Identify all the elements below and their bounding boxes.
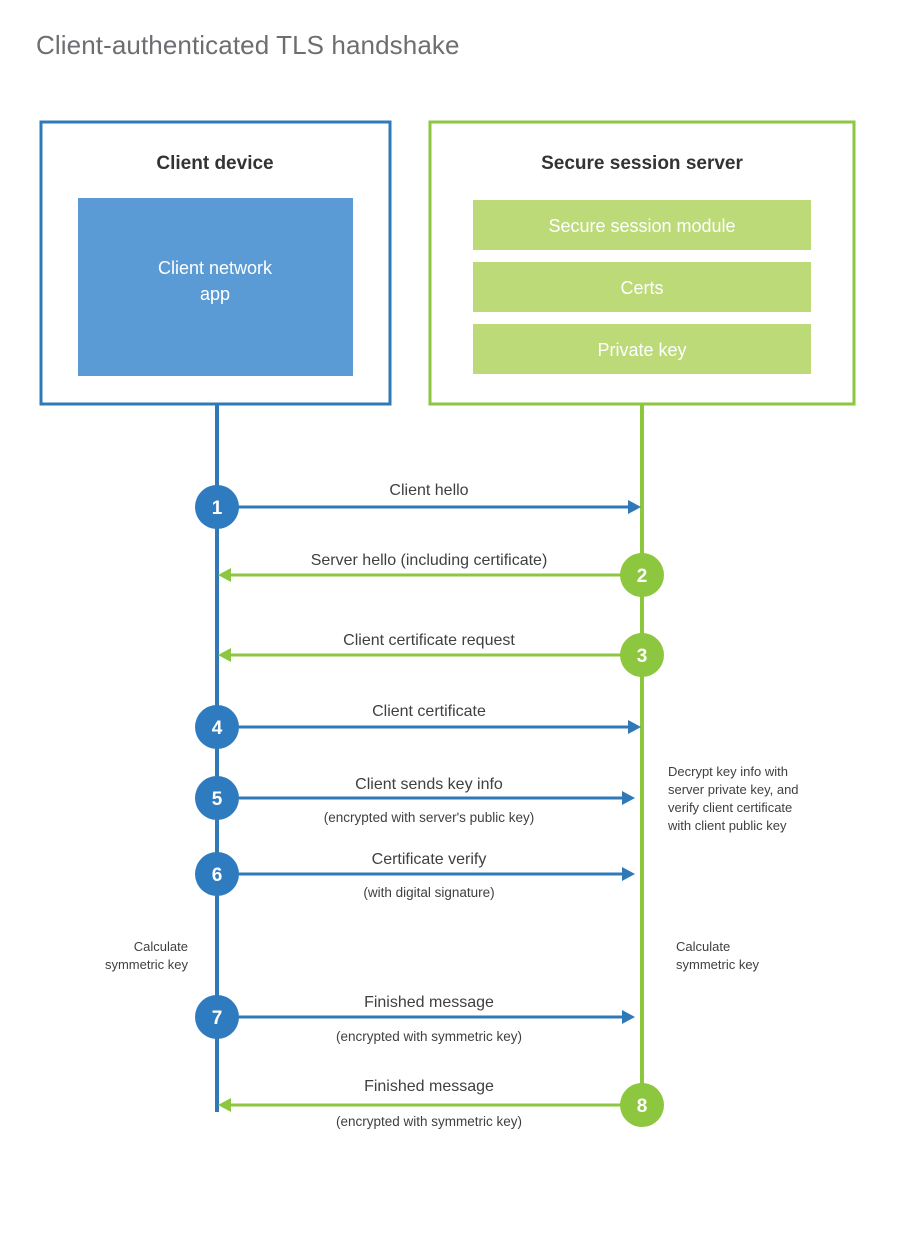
server-panel-title: Secure session server — [541, 153, 743, 174]
step-8-arrow-head — [218, 1098, 231, 1112]
page-title: Client-authenticated TLS handshake — [36, 30, 460, 60]
step-4-client-certificate: Client certificate 4 — [195, 703, 641, 749]
step-5-arrow-head — [622, 791, 635, 805]
panel-secure-session-server: Secure session server Secure session mod… — [428, 120, 856, 406]
step-6-arrow-head — [622, 867, 635, 881]
step-4-label: Client certificate — [372, 703, 486, 720]
step-6-label: Certificate verify — [372, 851, 487, 868]
client-network-app-box — [78, 198, 353, 376]
step-5-number: 5 — [212, 789, 223, 810]
step-7-finished-message-client: Finished message (encrypted with symmetr… — [195, 994, 635, 1044]
step-1-arrow-head — [628, 500, 641, 514]
note-client-calculate-symmetric-key: Calculate symmetric key — [105, 939, 189, 972]
step-5-sublabel: (encrypted with server's public key) — [324, 810, 534, 825]
step-8-marker — [620, 1083, 664, 1127]
step-7-sublabel: (encrypted with symmetric key) — [336, 1029, 522, 1044]
step-3-marker — [620, 633, 664, 677]
step-7-marker — [195, 995, 239, 1039]
server-item-label-certs: Certs — [620, 278, 663, 298]
panel-client-device: Client device Client network app — [39, 120, 392, 406]
step-2-number: 2 — [637, 566, 648, 587]
step-1-client-hello: Client hello 1 — [195, 482, 641, 529]
note-server-decrypt-line-1: Decrypt key info with — [668, 764, 788, 779]
note-server-calc-line-2: symmetric key — [676, 957, 760, 972]
note-server-calculate-symmetric-key: Calculate symmetric key — [676, 939, 760, 972]
note-client-calc-line-1: Calculate — [134, 939, 188, 954]
step-3-client-certificate-request: Client certificate request 3 — [218, 632, 664, 677]
step-1-label: Client hello — [389, 482, 468, 499]
step-6-certificate-verify: Certificate verify (with digital signatu… — [195, 851, 635, 900]
step-2-arrow-head — [218, 568, 231, 582]
step-4-arrow-head — [628, 720, 641, 734]
step-6-number: 6 — [212, 865, 223, 886]
note-server-decrypt-line-2: server private key, and — [668, 782, 799, 797]
step-5-client-sends-key-info: Client sends key info (encrypted with se… — [195, 776, 635, 825]
client-network-app-label-line1: Client network — [158, 258, 273, 278]
note-server-decrypt: Decrypt key info with server private key… — [667, 764, 799, 833]
step-3-number: 3 — [637, 646, 648, 667]
step-3-label: Client certificate request — [343, 632, 515, 649]
step-6-sublabel: (with digital signature) — [363, 885, 494, 900]
client-network-app-label-line2: app — [200, 284, 230, 304]
note-server-calc-line-1: Calculate — [676, 939, 730, 954]
note-server-decrypt-line-4: with client public key — [667, 818, 787, 833]
step-6-marker — [195, 852, 239, 896]
note-server-decrypt-line-3: verify client certificate — [668, 800, 792, 815]
step-2-server-hello: Server hello (including certificate) 2 — [218, 552, 664, 597]
step-4-number: 4 — [212, 718, 223, 739]
step-5-label: Client sends key info — [355, 776, 503, 793]
step-5-marker — [195, 776, 239, 820]
client-panel-title: Client device — [156, 153, 273, 174]
step-7-label: Finished message — [364, 994, 494, 1011]
server-item-box-secure-session-module — [473, 200, 811, 250]
step-7-arrow-head — [622, 1010, 635, 1024]
server-item-box-private-key — [473, 324, 811, 374]
server-item-label-secure-session-module: Secure session module — [548, 216, 735, 236]
step-8-number: 8 — [637, 1096, 648, 1117]
step-2-label: Server hello (including certificate) — [311, 552, 548, 569]
step-8-sublabel: (encrypted with symmetric key) — [336, 1114, 522, 1129]
step-8-label: Finished message — [364, 1078, 494, 1095]
step-7-number: 7 — [212, 1008, 223, 1029]
step-1-marker — [195, 485, 239, 529]
server-item-box-certs — [473, 262, 811, 312]
step-4-marker — [195, 705, 239, 749]
step-8-finished-message-server: Finished message (encrypted with symmetr… — [218, 1078, 664, 1129]
note-client-calc-line-2: symmetric key — [105, 957, 189, 972]
step-3-arrow-head — [218, 648, 231, 662]
step-2-marker — [620, 553, 664, 597]
step-1-number: 1 — [212, 498, 223, 519]
server-item-label-private-key: Private key — [597, 340, 686, 360]
